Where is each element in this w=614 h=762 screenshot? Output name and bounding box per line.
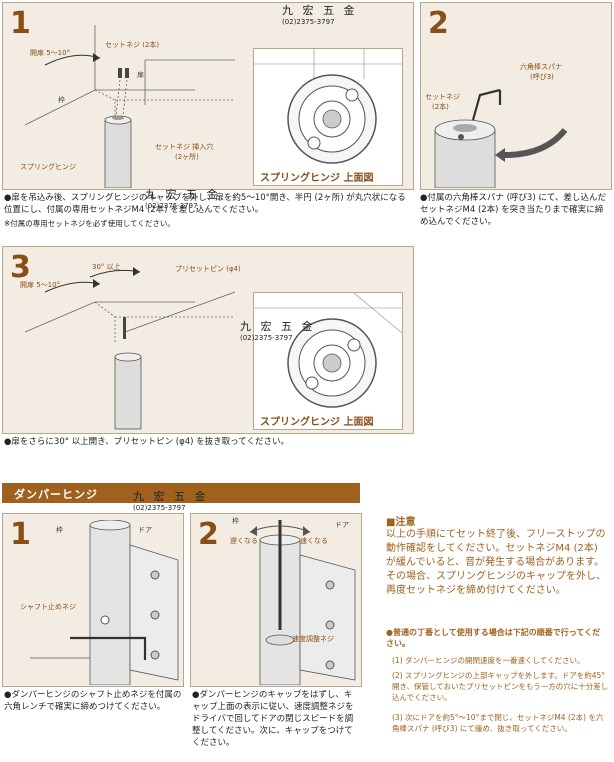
watermark-2: 九 宏 五 金 (02)2375-3797 [145, 186, 221, 210]
watermark-2-phone: (02)2375-3797 [145, 202, 198, 210]
damper-step1-illustration [30, 520, 179, 685]
watermark-1: 九 宏 五 金 (02)2375-3797 [282, 2, 358, 26]
step2-caption: ●付属の六角棒スパナ (呼び3) にて、差し込んだセットネジM4 (2本) を突… [420, 193, 606, 227]
step3-top-view-title: スプリングヒンジ 上面図 [260, 417, 374, 428]
step1-top-view-diagram [254, 49, 402, 164]
step3-preset-pin-label: プリセットピン (φ4) [175, 265, 241, 273]
damper-section-header [2, 483, 360, 503]
watermark-1-phone: (02)2375-3797 [282, 18, 335, 26]
damper-step2-fast-label: 速くなる [300, 537, 328, 545]
watermark-4-name: 九 宏 五 金 [133, 490, 209, 503]
watermark-4-phone: (02)2375-3797 [133, 504, 186, 512]
damper-step2-speed-screw-label: 速度調整ネジ [292, 635, 334, 643]
step3-caption: ●扉をさらに30° 以上開き、プリセットピン (φ4) を抜き取ってください。 [4, 437, 289, 447]
damper-step2-caption: ●ダンパーヒンジのキャップをはずし、キャップ上面の表示に従い、速度調整ネジをドラ… [192, 690, 354, 748]
step1-number: 1 [10, 6, 31, 41]
damper-step1-frame-label: 枠 [56, 526, 63, 534]
damper-step1-shaft-screw-label: シャフト止めネジ [20, 603, 76, 611]
step3-number: 3 [10, 250, 31, 285]
damper-step2-number: 2 [198, 517, 219, 552]
step1-top-view-title: スプリングヒンジ 上面図 [260, 173, 374, 184]
damper-step2-illustration [249, 520, 356, 685]
damper-step2-door-label: ドア [335, 521, 349, 529]
attention-body: 以上の手順にてセット終了後、フリーストップの動作確認をしてください。セットネジM… [386, 529, 606, 596]
step3-top-view: スプリングヒンジ 上面図 [253, 292, 403, 430]
step1-screw-hole-label: セットネジ 挿入穴 [155, 143, 214, 151]
attention-title: ■注意 [386, 517, 416, 528]
usage-item-3: (3) 次にドアを約5°～10°まで閉じ、セットネジM4 (2本) を六角棒スパ… [392, 713, 604, 733]
step1-frame-label: 枠 [58, 96, 65, 104]
watermark-3-name: 九 宏 五 金 [240, 320, 316, 333]
usage-title: ●普通の丁番として使用する場合は下記の順番で行ってください。 [386, 628, 601, 648]
step3-top-view-diagram [254, 293, 402, 408]
usage-item-1: (1) ダンパーヒンジの開閉速度を一番速くしてください。 [392, 656, 585, 665]
step1-note: ※付属の専用セットネジを必ず使用してください。 [4, 219, 175, 228]
step2-screw-label: セットネジ [425, 93, 460, 101]
step1-angle-label: 開扉 5～10° [30, 49, 71, 57]
watermark-3-phone: (02)2375-3797 [240, 334, 293, 342]
damper-section-title: ダンパーヒンジ [14, 488, 98, 501]
watermark-1-name: 九 宏 五 金 [282, 4, 358, 17]
step1-set-screw-label: セットネジ (2本) [105, 41, 160, 49]
damper-step2-slow-label: 遅くなる [230, 537, 258, 545]
step2-wrench-label: 六角棒スパナ [520, 63, 562, 71]
step2-wrench-illustration [434, 88, 568, 188]
step2-wrench-size: (呼び3) [530, 73, 554, 81]
step1-top-view: スプリングヒンジ 上面図 [253, 48, 403, 186]
step2-number: 2 [428, 6, 449, 41]
watermark-2-name: 九 宏 五 金 [145, 188, 221, 201]
step1-caption: ●扉を吊込み後、スプリングヒンジのキャップを外し、扉を約5～10°開き、半円 (… [4, 193, 406, 215]
step3-hinge-illustration [24, 267, 236, 430]
step3-open-more-label: 30° 以上 [92, 263, 121, 271]
damper-step1-caption: ●ダンパーヒンジのシャフト止めネジを付属の六角レンチで確実に締めつけてください。 [4, 690, 182, 712]
damper-step2-frame-label: 枠 [232, 517, 239, 525]
step1-door-label: 扉 [137, 71, 144, 79]
damper-step1-door-label: ドア [138, 526, 152, 534]
step2-screw-count: (2本) [432, 103, 449, 111]
step1-screw-hole-count: (2ヶ所) [175, 153, 199, 161]
damper-step1-number: 1 [10, 517, 31, 552]
step1-hinge-illustration [24, 25, 235, 188]
usage-item-2: (2) スプリングヒンジの上部キャップを外します。ドアを約45°開き、保管してお… [392, 671, 609, 702]
step3-angle-label: 開扉 5～10° [20, 281, 61, 289]
watermark-3: 九 宏 五 金 (02)2375-3797 [240, 318, 316, 342]
watermark-4: 九 宏 五 金 (02)2375-3797 [133, 488, 209, 512]
step1-spring-hinge-label: スプリングヒンジ [20, 163, 76, 171]
